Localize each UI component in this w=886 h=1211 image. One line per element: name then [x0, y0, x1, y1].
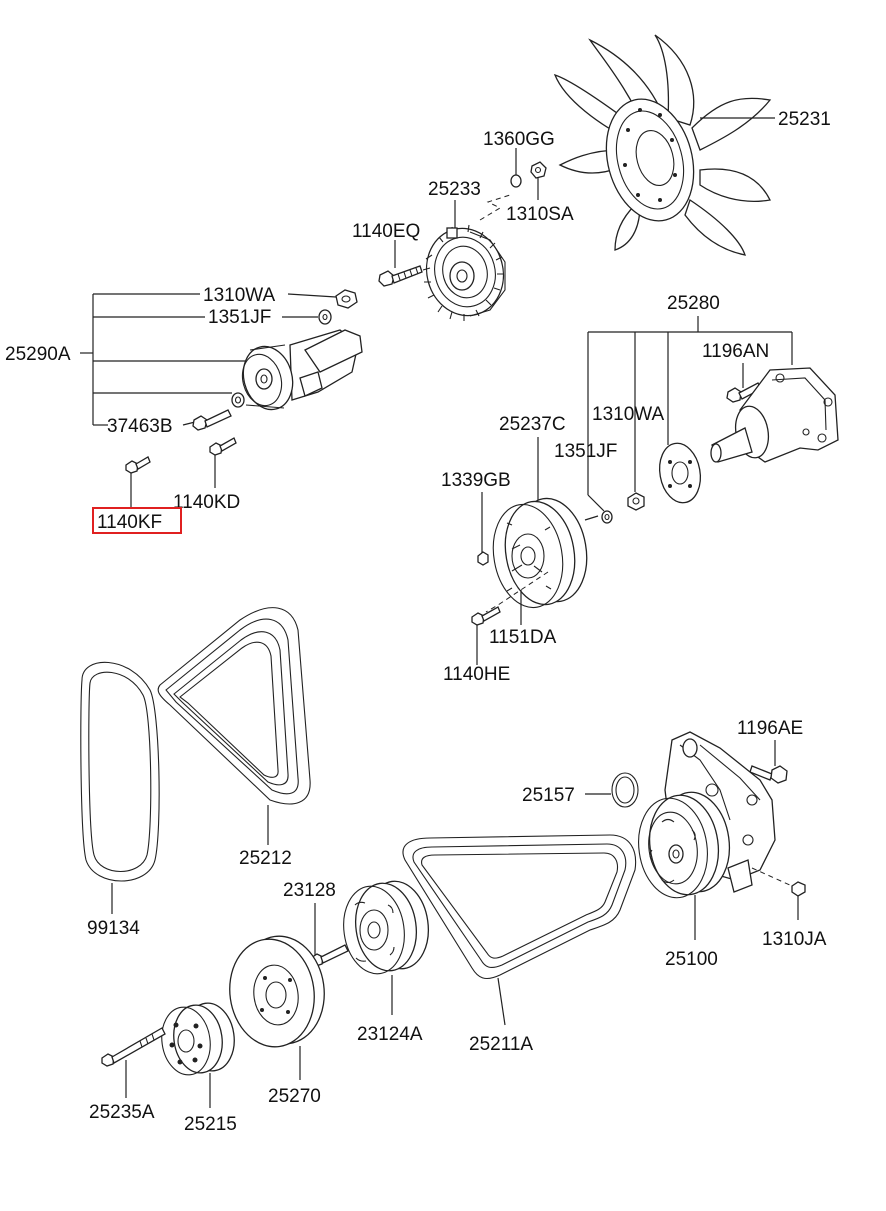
label-23124A[interactable]: 23124A [357, 1024, 423, 1045]
hub-25280[interactable] [655, 440, 705, 506]
washer-1351JF-a[interactable] [318, 309, 332, 325]
label-1196AN[interactable]: 1196AN [702, 341, 769, 362]
label-25270[interactable]: 25270 [268, 1086, 321, 1107]
label-1351JF-b[interactable]: 1351JF [554, 441, 617, 462]
bolt-25235A[interactable] [101, 1027, 166, 1067]
bolt-1140EQ[interactable] [378, 265, 423, 287]
label-1351JF-a[interactable]: 1351JF [208, 307, 271, 328]
label-1310JA[interactable]: 1310JA [762, 929, 827, 950]
o-ring-25157[interactable] [611, 772, 639, 808]
label-25231[interactable]: 25231 [778, 109, 831, 130]
label-25235A[interactable]: 25235A [89, 1102, 155, 1123]
nut-1310WA-b[interactable] [627, 492, 645, 511]
label-37463B[interactable]: 37463B [107, 416, 173, 437]
label-1310SA[interactable]: 1310SA [506, 204, 574, 225]
label-25212[interactable]: 25212 [239, 848, 292, 869]
water-pump-25100[interactable] [632, 731, 776, 902]
label-23128[interactable]: 23128 [283, 880, 336, 901]
label-25290A[interactable]: 25290A [5, 344, 71, 365]
label-1140KD[interactable]: 1140KD [173, 492, 240, 513]
nut-1310WA-a[interactable] [335, 289, 358, 309]
fan-25231[interactable] [553, 34, 772, 256]
label-1339GB[interactable]: 1339GB [441, 470, 511, 491]
crank-pulley-25215[interactable] [158, 1000, 239, 1078]
tensioner-pulley-25290A[interactable] [237, 329, 363, 415]
washer-1360GG[interactable] [510, 174, 522, 188]
label-1140HE[interactable]: 1140HE [443, 664, 510, 685]
label-25280[interactable]: 25280 [667, 293, 720, 314]
bolt-1140KF[interactable] [125, 456, 151, 474]
washer-1351JF-b[interactable] [601, 510, 613, 524]
label-99134[interactable]: 99134 [87, 918, 140, 939]
belt-25212[interactable] [157, 607, 311, 805]
label-25211A[interactable]: 25211A [469, 1034, 533, 1055]
label-1196AE[interactable]: 1196AE [737, 718, 803, 739]
belt-25211A[interactable] [402, 834, 637, 980]
nut-1310SA[interactable] [530, 161, 547, 179]
pulley-23124A[interactable] [338, 877, 434, 977]
washer-25290A[interactable] [231, 392, 245, 408]
label-1310WA-b[interactable]: 1310WA [592, 404, 664, 425]
highlight-box-1140KF [92, 507, 182, 534]
label-1151DA[interactable]: 1151DA [489, 627, 557, 648]
label-1360GG[interactable]: 1360GG [483, 129, 555, 150]
nut-1310JA[interactable] [791, 881, 806, 897]
fan-clutch-25233[interactable] [417, 220, 513, 325]
bolt-1140HE[interactable] [471, 606, 501, 626]
bolt-37463B[interactable] [192, 409, 232, 431]
bolt-1196AE[interactable] [749, 765, 788, 784]
pulley-25237C[interactable] [485, 493, 594, 613]
pump-housing-25280[interactable] [710, 367, 839, 463]
label-25157[interactable]: 25157 [522, 785, 575, 806]
label-1140EQ[interactable]: 1140EQ [352, 221, 420, 242]
damper-25270[interactable] [223, 931, 331, 1053]
label-25233[interactable]: 25233 [428, 179, 481, 200]
label-1140KF[interactable]: 1140KF [97, 512, 162, 533]
bolt-1140KD[interactable] [209, 437, 237, 456]
label-25237C[interactable]: 25237C [499, 414, 566, 435]
nut-1339GB[interactable] [477, 551, 489, 566]
belt-99134[interactable] [80, 661, 160, 882]
label-1310WA-a[interactable]: 1310WA [203, 285, 275, 306]
label-25100[interactable]: 25100 [665, 949, 718, 970]
label-25215[interactable]: 25215 [184, 1114, 237, 1135]
